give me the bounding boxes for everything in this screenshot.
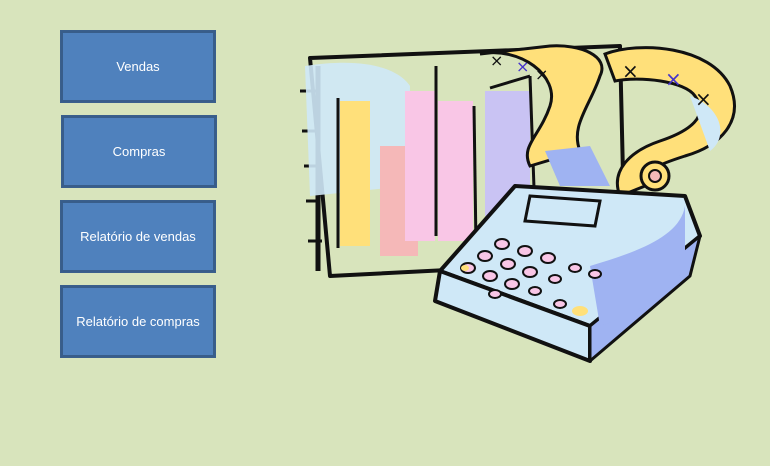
chart-board (300, 44, 627, 278)
svg-text:×: × (622, 59, 639, 83)
calculator (433, 146, 702, 363)
compras-button[interactable]: Compras (62, 116, 216, 187)
chart-calculator-clipart-icon: × × × × × × (300, 44, 736, 363)
svg-text:×: × (695, 87, 712, 111)
vendas-button[interactable]: Vendas (61, 31, 215, 102)
svg-text:×: × (490, 51, 503, 70)
svg-text:×: × (665, 67, 682, 91)
relatorio-compras-button[interactable]: Relatório de compras (61, 286, 215, 357)
svg-text:×: × (516, 57, 529, 76)
svg-text:×: × (535, 65, 548, 84)
relatorio-vendas-button[interactable]: Relatório de vendas (61, 201, 215, 272)
paper-tape: × × × × × × (479, 44, 736, 198)
